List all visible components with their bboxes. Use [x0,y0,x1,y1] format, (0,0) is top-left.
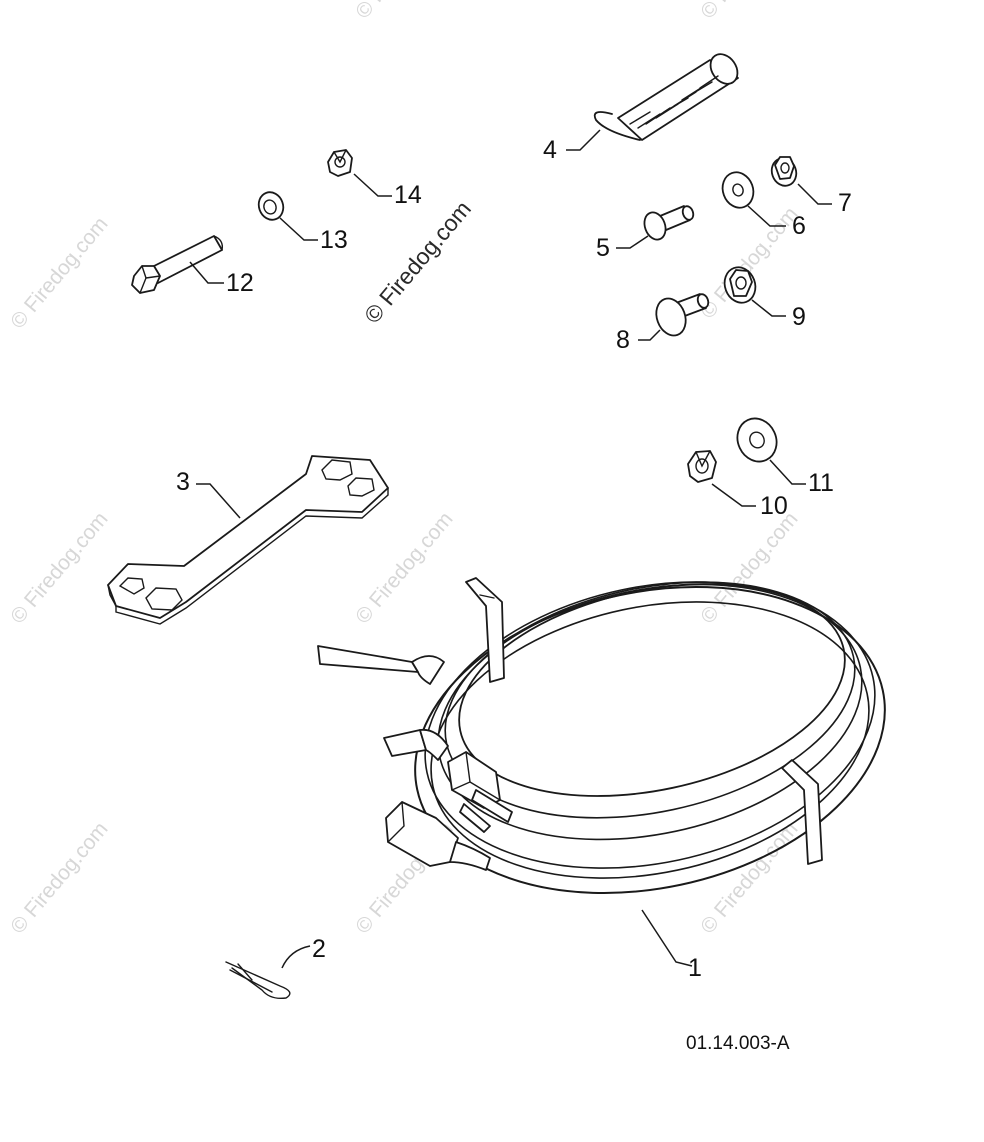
part-11-washer [736,417,778,463]
callout-1: 1 [688,954,702,982]
part-5-pin [643,205,695,241]
part-14-lock-nut [327,149,353,177]
watermark-text: © Firedog.com [6,508,112,629]
callout-8: 8 [616,326,630,354]
callout-14: 14 [394,181,422,209]
drawing-reference-code: 01.14.003-A [686,1033,790,1054]
part-3-bracket-plate [107,455,389,625]
callout-9: 9 [792,303,806,331]
part-6-washer [721,171,755,209]
watermark-text: © Firedog.com [696,0,802,23]
callout-5: 5 [596,234,610,262]
watermark-text: © Firedog.com [696,203,802,324]
watermark-text: © Firedog.com [351,0,457,23]
part-1-wire-harness-coil [317,577,886,894]
watermark-text: © Firedog.com [6,818,112,939]
callout-7: 7 [838,189,852,217]
part-10-nut [687,450,717,483]
part-2-hairpin-clip [225,961,291,1000]
part-7-flange-nut [770,156,798,187]
watermark-layer: © Firedog.com © Firedog.com © Firedog.co… [6,0,802,938]
part-12-hex-bolt [131,235,224,294]
callout-11: 11 [808,469,834,497]
callout-4: 4 [543,136,557,164]
watermark-text: © Firedog.com [696,818,802,939]
watermark-text: © Firedog.com [6,213,112,334]
leader-lines [189,129,832,969]
callout-10: 10 [760,492,788,520]
part-4-threaded-pin [593,53,739,141]
callout-3: 3 [176,468,190,496]
callout-labels: 1 2 3 4 5 6 7 8 9 10 11 12 13 14 [176,136,852,982]
watermark-text: © Firedog.com [351,508,457,629]
part-8-carriage-bolt [655,293,710,337]
watermark-main: © Firedog.com [359,196,476,329]
part-13-spacer [257,191,285,221]
watermark-text: © Firedog.com [696,508,802,629]
callout-13: 13 [320,226,348,254]
part-9-flange-nut [723,266,757,304]
callout-2: 2 [312,935,326,963]
callout-6: 6 [792,212,806,240]
callout-12: 12 [226,269,254,297]
